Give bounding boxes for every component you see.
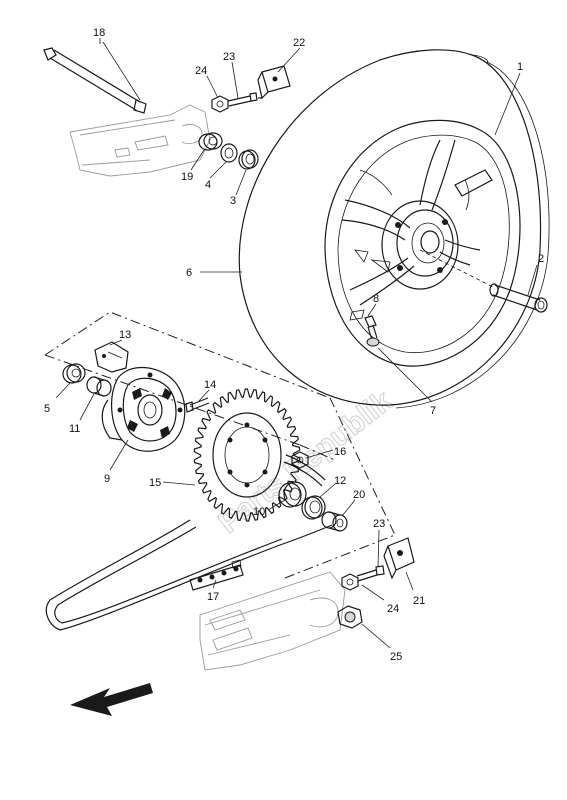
callout-24-lower: 24: [387, 603, 399, 615]
callout-14: 14: [204, 379, 216, 391]
adjust-nut-24-lower: [341, 573, 359, 591]
adjust-nut-24-upper: [211, 95, 229, 113]
clutch-hub-9: [101, 366, 186, 452]
callout-3: 3: [230, 195, 236, 207]
callout-18: 18: [93, 27, 105, 39]
axle-nut-25: [337, 605, 363, 629]
hub-damper-13: [94, 341, 129, 373]
drive-chain: [45, 454, 333, 631]
front-direction-arrow-icon: [70, 683, 153, 716]
adjust-plate-22: [257, 65, 291, 100]
adjust-plate-21: [383, 537, 415, 580]
adjust-bolt-23-lower: [356, 565, 385, 582]
collar-2: [419, 249, 548, 313]
callout-21: 21: [413, 595, 425, 607]
callout-17: 17: [207, 591, 219, 603]
callout-10: 10: [253, 506, 265, 518]
callout-15: 15: [149, 477, 161, 489]
callout-19: 19: [181, 171, 193, 183]
callout-20: 20: [353, 489, 365, 501]
callout-8: 8: [373, 293, 379, 305]
callout-16: 16: [334, 446, 346, 458]
driven-sprocket-15[interactable]: [193, 388, 301, 522]
collar-20: [321, 511, 348, 532]
rear-axle: [43, 47, 147, 114]
callout-13: 13: [119, 329, 131, 341]
callout-4: 4: [205, 179, 211, 191]
bearing-5: [62, 363, 86, 384]
bearing-10: [278, 481, 307, 508]
callout-1: 1: [517, 61, 523, 73]
callout-9: 9: [104, 473, 110, 485]
callout-7: 7: [430, 405, 436, 417]
rear-wheel-rim: [324, 119, 521, 367]
callout-25: 25: [390, 651, 402, 663]
collar-11: [86, 376, 112, 397]
bearing-4: [220, 143, 238, 163]
callout-22: 22: [293, 37, 305, 49]
callout-5: 5: [44, 403, 50, 415]
callout-23-upper: 23: [223, 51, 235, 63]
swingarm-upper-ghost: [69, 104, 211, 177]
leader-lines: [55, 38, 538, 649]
callout-23-lower: 23: [373, 518, 385, 530]
callout-6: 6: [186, 267, 192, 279]
collar-19: [198, 132, 223, 151]
callout-2: 2: [538, 253, 544, 265]
tire-valve: [349, 309, 380, 347]
chain-joint-17: [189, 559, 244, 591]
oil-seal-12: [301, 495, 326, 520]
callout-12: 12: [334, 475, 346, 487]
swingarm-lower-ghost: [199, 571, 346, 671]
adjust-bolt-23-upper: [227, 92, 258, 107]
rear-tire: [238, 49, 550, 409]
oil-seal-3: [238, 149, 259, 170]
callout-24-upper: 24: [195, 65, 207, 77]
callout-labels: 18 23 22 24 1 19 4 3 2 6 8 13 14 5 7 11 …: [44, 27, 544, 663]
callout-11: 11: [69, 423, 80, 435]
stud-bolt-14: [185, 397, 210, 413]
